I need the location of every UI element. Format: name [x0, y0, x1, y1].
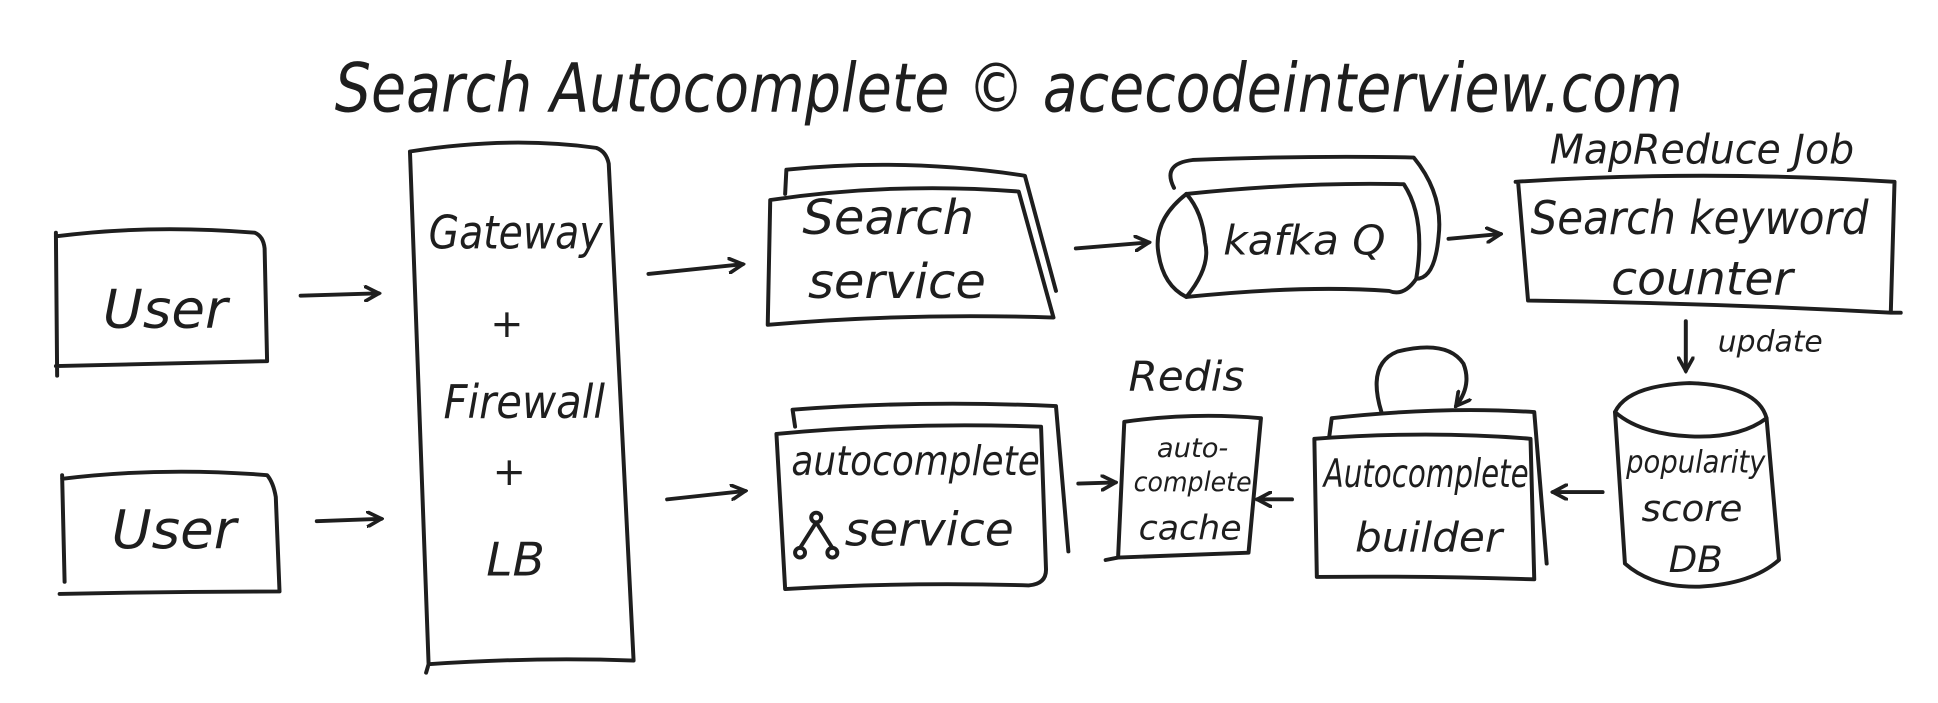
- firewall-label: Firewall: [444, 376, 606, 429]
- kafka-label: kafka Q: [1223, 216, 1385, 264]
- builder-label: Autocomplete: [1321, 453, 1528, 497]
- counter-label: Search keyword: [1531, 191, 1869, 244]
- plus-label: +: [493, 450, 526, 494]
- db-label: DB: [1669, 539, 1723, 581]
- arrow-user1-gateway: [298, 293, 379, 295]
- search-keyword-counter: Search keyword counter: [1513, 173, 1903, 315]
- arrow-search-kafka: [1073, 242, 1149, 248]
- cache-label: complete: [1134, 467, 1252, 498]
- lb-label: LB: [486, 533, 545, 586]
- popularity-score-db: popularity score DB: [1613, 381, 1781, 589]
- update-label: update: [1718, 325, 1823, 359]
- redis-label: Redis: [1128, 352, 1244, 400]
- cache-label: auto-: [1157, 433, 1228, 464]
- autocomplete-cache: auto- complete cache: [1103, 413, 1263, 562]
- arrow-gateway-search: [646, 264, 742, 276]
- search-service-label: Search: [802, 188, 974, 245]
- self-loop-icon: [1374, 345, 1467, 415]
- db-label: score: [1642, 488, 1743, 530]
- arrow-kafka-counter: [1446, 234, 1501, 239]
- db-label: popularity: [1625, 443, 1766, 481]
- user-label: User: [112, 498, 239, 560]
- arrow-gateway-autocomplete: [665, 491, 745, 502]
- user-box-2: User: [57, 469, 282, 596]
- kafka-queue: kafka Q: [1155, 154, 1442, 299]
- user-label: User: [103, 278, 230, 340]
- gateway-firewall-lb: Gateway + Firewall + LB: [407, 140, 636, 675]
- plus-label: +: [490, 302, 523, 346]
- search-service-label: service: [808, 253, 986, 310]
- counter-label: counter: [1611, 252, 1795, 305]
- arrow-user2-gateway: [314, 519, 382, 521]
- gateway-label: Gateway: [429, 206, 604, 259]
- diagram-title: Search Autocomplete © acecodeinterview.c…: [335, 49, 1683, 128]
- autocomplete-service-label: autocomplete: [791, 437, 1039, 485]
- user-box-1: User: [53, 227, 270, 378]
- builder-label: builder: [1355, 513, 1505, 561]
- node-tree-icon: [793, 510, 840, 560]
- autocomplete-builder: Autocomplete builder: [1312, 345, 1549, 582]
- arrow-service-cache: [1076, 482, 1115, 483]
- autocomplete-service: autocomplete service: [774, 401, 1071, 592]
- search-service: Search service: [765, 162, 1058, 327]
- mapreduce-label: MapReduce Job: [1550, 125, 1854, 173]
- cache-label: cache: [1139, 509, 1242, 549]
- autocomplete-service-label: service: [845, 503, 1014, 556]
